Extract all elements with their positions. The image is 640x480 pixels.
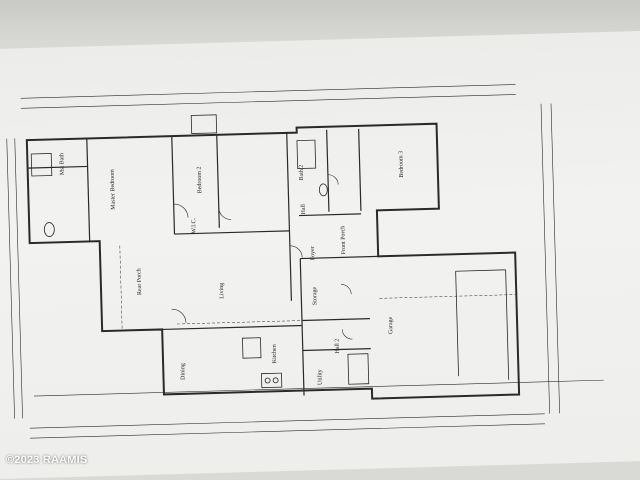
room-label-garage: Garage bbox=[388, 316, 394, 334]
watermark: ©2023 RAAMIS bbox=[6, 454, 88, 466]
room-label-hall: Hall bbox=[301, 204, 307, 215]
interior-walls bbox=[27, 128, 379, 396]
room-label-utility: Utility bbox=[317, 369, 323, 385]
room-label-bath-2: Bath 2 bbox=[299, 165, 305, 181]
room-label-wic: W.I.C. bbox=[191, 217, 197, 233]
room-label-front-porch: Front Porch bbox=[340, 226, 347, 255]
room-label-dining: Dining bbox=[180, 363, 186, 380]
room-label-bedroom-3: Bedroom 3 bbox=[398, 151, 405, 178]
room-label-bedroom-2: Bedroom 2 bbox=[197, 166, 204, 193]
dashed-lines bbox=[119, 245, 517, 331]
room-label-kitchen: Kitchen bbox=[272, 344, 279, 363]
exterior-walls bbox=[25, 122, 521, 400]
room-label-hall-2: Hall 2 bbox=[334, 339, 340, 354]
room-label-foyer: Foyer bbox=[310, 246, 316, 260]
room-label-rear-porch: Rear Porch bbox=[136, 268, 143, 295]
dimension-lines bbox=[6, 84, 604, 439]
room-label-master-bedroom: Master Bedroom bbox=[110, 169, 117, 210]
room-label-storage: Storage bbox=[312, 286, 319, 305]
door-swings bbox=[171, 174, 353, 340]
fixtures bbox=[30, 114, 510, 389]
room-label-master-bath: Mst Bath bbox=[59, 153, 66, 175]
room-label-living: Living bbox=[219, 283, 225, 299]
